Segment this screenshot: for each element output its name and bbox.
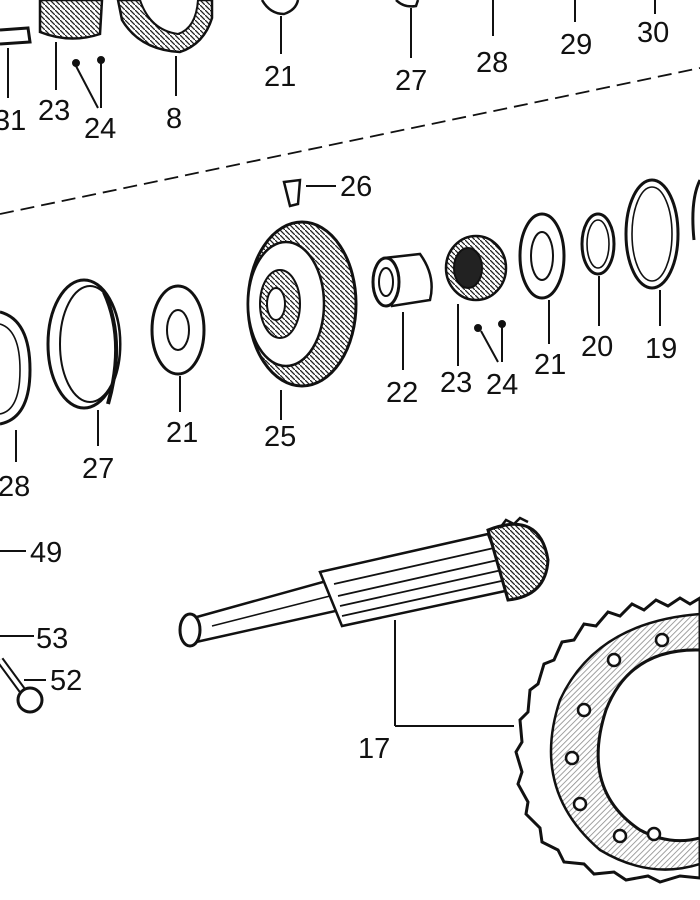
part-27-ring-top <box>395 0 420 58</box>
leader-lines-top <box>492 0 656 36</box>
label-27-top: 27 <box>395 65 427 97</box>
part-23-needle-bearing-middle <box>444 234 508 366</box>
label-26: 26 <box>340 171 372 203</box>
label-53: 53 <box>36 623 68 655</box>
part-number-labels: 31 23 24 8 21 27 28 29 30 26 28 27 21 25… <box>0 17 677 765</box>
part-21-washer-middle <box>150 284 206 412</box>
label-31: 31 <box>0 105 26 137</box>
label-28-top: 28 <box>476 47 508 79</box>
label-24-top: 24 <box>84 113 116 145</box>
part-20-shim <box>580 212 616 326</box>
part-27-synchro-ring <box>46 278 122 446</box>
label-27-middle: 27 <box>82 453 114 485</box>
label-21-middle: 21 <box>166 417 198 449</box>
part-21-washer-top <box>260 0 300 54</box>
leader-lines-lower-left <box>0 550 46 681</box>
label-23-top: 23 <box>38 95 70 127</box>
label-21-right: 21 <box>534 349 566 381</box>
part-23-needle-bearing-top <box>38 0 104 90</box>
part-24-pins-middle <box>474 320 506 363</box>
label-29: 29 <box>560 29 592 61</box>
part-17-leader <box>394 620 514 727</box>
part-25-gear <box>246 220 358 420</box>
part-19-snap-ring <box>624 178 680 326</box>
label-23-middle: 23 <box>440 367 472 399</box>
part-52-bolt <box>0 657 44 714</box>
label-52: 52 <box>50 665 82 697</box>
label-22: 22 <box>386 377 418 409</box>
part-8-gear-top <box>116 0 214 96</box>
label-24-middle: 24 <box>486 369 518 401</box>
part-22-bushing <box>371 252 433 370</box>
part-28-ring <box>0 310 32 462</box>
label-30: 30 <box>637 17 669 49</box>
part-26-plug <box>282 178 336 208</box>
ring-gear <box>514 596 700 884</box>
label-25: 25 <box>264 421 296 453</box>
partial-ring-edge <box>691 179 700 241</box>
label-28-middle: 28 <box>0 471 30 503</box>
part-21-washer-right <box>518 212 566 344</box>
label-19: 19 <box>645 333 677 365</box>
label-20: 20 <box>581 331 613 363</box>
dashed-divider-line <box>0 67 700 215</box>
part-17-pinion-shaft <box>178 516 550 648</box>
label-49: 49 <box>30 537 62 569</box>
label-21-top: 21 <box>264 61 296 93</box>
part-24-pins-top <box>72 56 105 109</box>
part-31-shaft-stub <box>0 26 32 98</box>
label-17: 17 <box>358 733 390 765</box>
label-8: 8 <box>166 103 182 135</box>
